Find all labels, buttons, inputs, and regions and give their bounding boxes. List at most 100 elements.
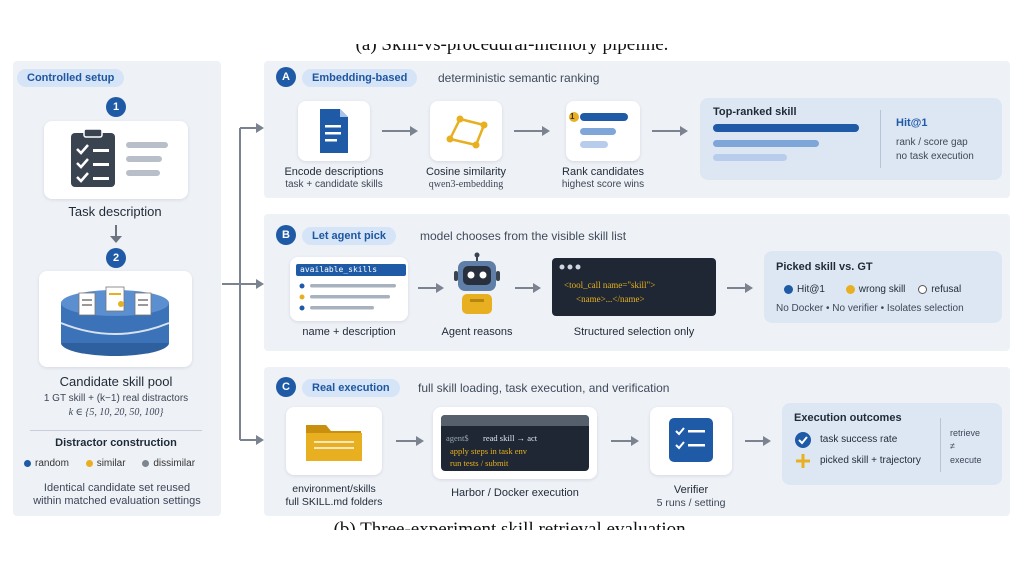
structured-selection-label: Structured selection only: [573, 326, 695, 338]
env-skills-sub: full SKILL.md folders: [285, 496, 383, 508]
database-icon: [60, 286, 170, 356]
picked-skill-title: Picked skill vs. GT: [776, 261, 873, 273]
legend-similar: similar: [85, 458, 126, 469]
dissimilar-dot: [142, 459, 150, 467]
outcome-trajectory: picked skill + trajectory: [820, 455, 921, 466]
cosine-label: Cosine similarity: [425, 166, 507, 178]
refusal-dot: [918, 284, 928, 294]
available-skills-header: available_skills: [296, 264, 406, 276]
encode-card: [298, 101, 370, 161]
clipboard-checklist-icon: [71, 128, 168, 187]
tool-call-code2: <name>...</name>: [576, 294, 645, 304]
robot-icon: [454, 252, 500, 314]
caption-top-mask: [0, 0, 1024, 44]
arrow-c1: [396, 436, 424, 446]
agent-reasons-label: Agent reasons: [441, 326, 513, 338]
arrow-a1: [382, 126, 418, 136]
top-ranked-title: Top-ranked skill: [713, 106, 797, 118]
ranking-bars-icon: [569, 112, 628, 148]
env-skills-label: environment/skills: [292, 483, 376, 495]
hit1-sub2: no task execution: [896, 151, 974, 162]
legend-refusal: refusal: [918, 284, 961, 295]
top-bar-2: [713, 140, 819, 147]
top-bar-1: [713, 124, 859, 132]
document-icon: [320, 109, 348, 153]
terminal-line3: run tests / submit: [450, 458, 509, 468]
retrieve-text: retrieve: [950, 428, 981, 438]
arrow-a3: [652, 126, 688, 136]
task-description-label: Task description: [68, 204, 162, 219]
hit1-sub1: rank / score gap: [896, 137, 968, 148]
caption-bottom-mask: [0, 530, 1024, 576]
encode-label: Encode descriptions: [284, 166, 384, 178]
execution-outcomes-title: Execution outcomes: [794, 412, 902, 424]
panel-b-desc: model chooses from the visible skill lis…: [420, 229, 627, 243]
picked-legend: Hit@1 wrong skill refusal: [784, 284, 1002, 295]
legend-random: random: [24, 458, 69, 469]
folder-card: [286, 407, 382, 475]
legend-hit: Hit@1: [784, 284, 825, 295]
check-circle-icon: [795, 432, 811, 448]
plus-icon: [796, 454, 810, 468]
distractor-title: Distractor construction: [55, 437, 177, 449]
panel-a-desc: deterministic semantic ranking: [438, 71, 600, 85]
harbor-docker-label: Harbor / Docker execution: [451, 487, 579, 499]
arrow-b1: [418, 283, 444, 293]
rank-label: Rank candidates: [562, 166, 644, 178]
controlled-setup-title: Controlled setup: [17, 69, 125, 87]
footer-line1: Identical candidate set reused: [43, 482, 191, 494]
arrow-b2: [515, 283, 541, 293]
candidate-pool-sub1: 1 GT skill + (k−1) real distractors: [43, 393, 189, 404]
panel-c-badge: C: [276, 377, 296, 397]
random-dot: [24, 459, 31, 467]
skill-list-rows: [299, 283, 396, 311]
panel-b-result: [764, 251, 1002, 323]
rank-card: [566, 101, 640, 161]
similarity-graph-icon: [446, 115, 488, 149]
arrow-c3: [745, 436, 771, 446]
divider: [30, 430, 202, 431]
panel-c-title: Real execution: [302, 379, 400, 397]
verifier-card: [650, 407, 732, 475]
terminal-line1: agent$ read skill → act: [446, 433, 538, 443]
candidate-pool-sub2: k ∈ {5, 10, 20, 50, 100}: [68, 407, 164, 418]
panel-a-result: [700, 98, 1002, 180]
outcome-success: task success rate: [820, 434, 898, 445]
hit1-metric: Hit@1: [896, 117, 928, 129]
verifier-label: Verifier: [673, 484, 709, 496]
down-arrow-icon: [110, 225, 122, 243]
top-bar-3: [713, 154, 787, 161]
cosine-card: [430, 101, 502, 161]
legend-dissimilar: dissimilar: [142, 458, 195, 469]
outcome-divider: [940, 418, 941, 472]
panel-c-result: [782, 403, 1002, 485]
panel-c-desc: full skill loading, task execution, and …: [418, 381, 670, 395]
panel-b-title: Let agent pick: [302, 227, 396, 245]
distractor-legend: random similar dissimilar: [24, 458, 214, 469]
arrow-a2: [514, 126, 550, 136]
folder-icon: [306, 425, 362, 461]
footer-line2: within matched evaluation settings: [33, 495, 201, 507]
legend-wrong: wrong skill: [845, 284, 905, 295]
rank-number: 1: [570, 112, 575, 121]
execute-text: execute: [950, 455, 982, 465]
skill-pool-card: [39, 271, 192, 367]
terminal-titlebar: [441, 415, 589, 426]
panel-a-title: Embedding-based: [302, 69, 418, 87]
rank-sub: highest score wins: [561, 179, 645, 190]
tool-call-code1: <tool_call name="skill">: [564, 280, 656, 290]
panel-b-badge: B: [276, 225, 296, 245]
checklist-icon: [669, 418, 713, 462]
window-dots-icon: [559, 264, 581, 270]
branch-connector: [222, 123, 264, 445]
not-equal-text: ≠: [950, 441, 955, 451]
arrow-c2: [611, 436, 639, 446]
similar-dot: [85, 459, 93, 467]
encode-sub: task + candidate skills: [285, 179, 383, 190]
result-divider: [880, 110, 881, 168]
verifier-sub: 5 runs / setting: [656, 497, 726, 509]
step-2-badge: 2: [106, 248, 126, 268]
hit-dot: [784, 284, 793, 294]
arrow-b3: [727, 283, 753, 293]
task-card: [44, 121, 188, 199]
